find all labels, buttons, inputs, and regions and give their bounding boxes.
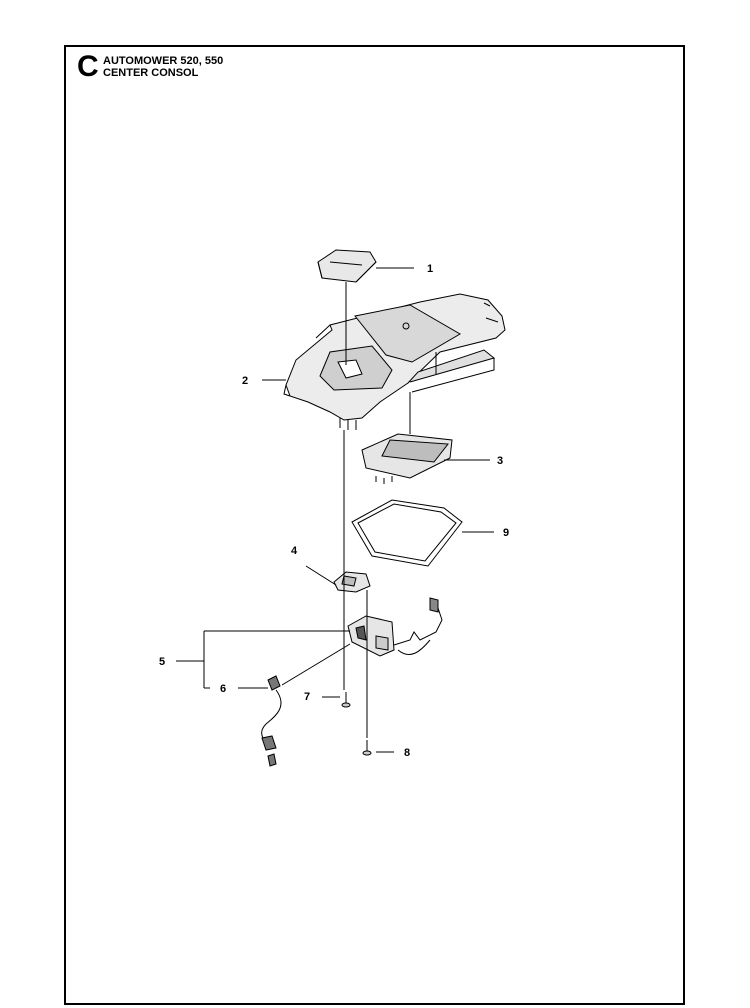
part-1-cover-button: [317, 249, 377, 283]
part-9-seal: [351, 499, 463, 567]
callout-6: 6: [220, 683, 227, 695]
part-3-display-module: [361, 433, 453, 484]
section-letter: C: [77, 50, 99, 83]
title-line-model: AUTOMOWER 520, 550: [103, 55, 224, 67]
callout-4: 4: [291, 545, 298, 557]
callout-8: 8: [404, 747, 411, 759]
callout-leader-lines: [176, 267, 494, 753]
part-5-switch-assembly: [347, 597, 443, 657]
part-6-cable: [261, 675, 282, 767]
callout-5: 5: [159, 656, 166, 668]
callout-1: 1: [427, 263, 434, 275]
title-line-assembly: CENTER CONSOL: [103, 67, 199, 79]
callout-7: 7: [304, 691, 311, 703]
page-frame: [64, 45, 685, 1005]
callout-2: 2: [242, 375, 249, 387]
callout-9: 9: [503, 527, 510, 539]
assembly-guide-lines: [343, 282, 437, 738]
part-8-screw: [362, 740, 372, 756]
page-title: AUTOMOWER 520, 550 CENTER CONSOL: [103, 55, 223, 79]
part-2-console-body: [283, 293, 506, 430]
part-4-bracket: [333, 571, 371, 593]
part-7-screw: [341, 692, 351, 708]
callout-3: 3: [497, 455, 504, 467]
